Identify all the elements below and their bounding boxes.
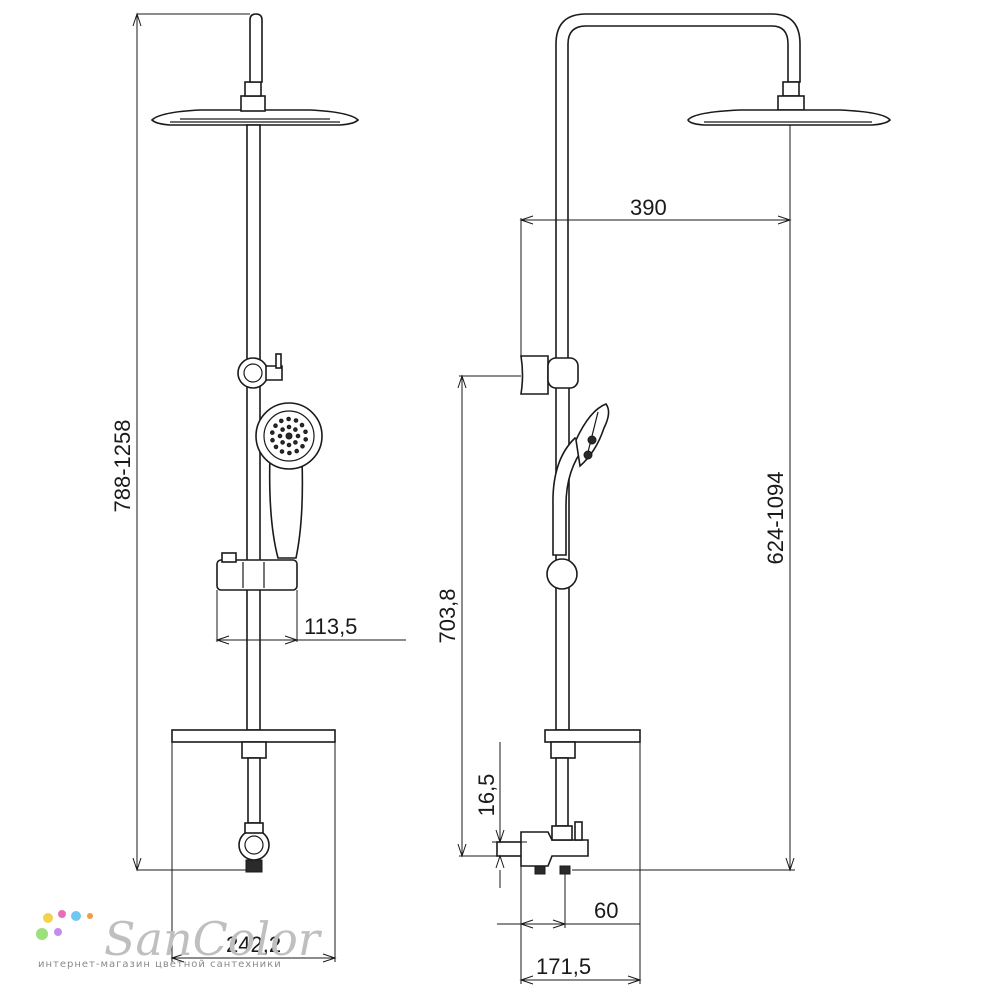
logo-dot: [87, 913, 93, 919]
logo-dot: [36, 928, 48, 940]
front-lower-rod: [247, 757, 261, 824]
front-upper-lever-pin: [275, 353, 282, 369]
logo-dot: [58, 910, 66, 918]
front-shower-head: [150, 109, 360, 126]
dim-line-holder-depth: [215, 590, 406, 645]
hand-shower-nozzle: [280, 427, 285, 432]
front-lower-ring: [238, 829, 270, 861]
logo-dot: [71, 911, 81, 921]
dim-arm-length: 390: [630, 195, 667, 220]
front-dimensions: 788-1258 113,5 242,2: [110, 12, 406, 963]
side-mixer-top: [551, 825, 573, 841]
front-lower-ring-inner: [244, 835, 264, 855]
hand-shower-nozzle: [270, 430, 275, 435]
hand-shower-nozzle: [270, 437, 275, 443]
hand-shower-nozzle: [293, 440, 298, 445]
dim-bottom-width: 242,2: [226, 932, 281, 957]
front-hand-shower-face: [263, 410, 315, 462]
hand-shower-nozzle: [294, 448, 300, 454]
logo-tagline: интернет-магазин цветной сантехники: [38, 959, 282, 970]
hand-shower-nozzle: [287, 450, 292, 456]
side-mixer-outlet-2: [559, 865, 571, 875]
front-slider-bracket: [216, 559, 298, 591]
dim-holder-height: 703,8: [435, 588, 460, 643]
front-upper-ring-inner: [243, 363, 263, 383]
side-head-nut: [782, 81, 800, 97]
front-upper-ring: [237, 357, 269, 389]
dim-total-height-front: 788-1258: [110, 420, 135, 513]
dim-line-bottom-width: [170, 742, 337, 963]
hand-shower-nozzle: [293, 418, 299, 423]
front-lower-body: [244, 822, 264, 834]
dim-outlet-spacing: 60: [594, 898, 618, 923]
logo: SanColor интернет-магазин цветной сантех…: [36, 910, 323, 970]
front-lower-outlet: [245, 859, 263, 873]
front-hand-shower-nozzles: [270, 416, 309, 456]
side-view: [496, 13, 892, 875]
dim-line-arm-length: [519, 125, 792, 356]
hand-shower-nozzle: [286, 416, 291, 422]
hand-shower-nozzle: [286, 424, 292, 430]
dim-line-head-height: [572, 224, 795, 872]
side-upper-clamp: [547, 357, 579, 389]
logo-brand: SanColor: [104, 912, 323, 966]
front-head-nut: [244, 81, 262, 97]
hand-shower-nozzle: [303, 437, 309, 442]
side-shower-head: [687, 109, 892, 126]
side-hand-shower-nozzle-2: [583, 450, 593, 460]
dim-mixer-offset: 16,5: [474, 774, 499, 817]
logo-dots: [36, 910, 93, 940]
hand-shower-nozzle: [279, 418, 284, 424]
hand-shower-nozzle: [299, 422, 305, 428]
hand-shower-nozzle: [295, 433, 301, 439]
side-diverter-lever: [574, 821, 583, 841]
logo-dot: [43, 913, 53, 923]
side-head-connector: [777, 95, 805, 111]
dim-line-mixer-offset: [492, 742, 527, 888]
hand-shower-nozzle: [300, 444, 305, 449]
front-slider-button: [221, 552, 237, 563]
front-hand-shower-handle: [268, 454, 304, 559]
side-lower-rod: [555, 757, 569, 827]
hand-shower-nozzle: [303, 429, 308, 435]
dim-line-total-depth: [519, 742, 642, 985]
hand-shower-nozzle: [286, 442, 292, 448]
dim-line-outlet-spacing: [497, 866, 640, 984]
side-hand-shower-nozzle-1: [587, 435, 597, 445]
hand-shower-nozzle: [279, 449, 285, 454]
dim-line-total-height: [132, 12, 250, 872]
dim-line-holder-height: [457, 374, 521, 858]
hand-shower-nozzle: [293, 427, 298, 432]
hand-shower-nozzle: [280, 440, 285, 445]
front-head-nozzles: [170, 118, 340, 123]
hand-shower-nozzle: [285, 432, 293, 440]
hand-shower-nozzle: [273, 444, 279, 450]
front-view: [150, 13, 360, 873]
front-head-connector: [240, 95, 266, 112]
side-shelf: [544, 729, 641, 743]
logo-dot: [54, 928, 62, 936]
dim-head-height: 624-1094: [763, 472, 788, 565]
front-shelf-collar: [241, 741, 267, 759]
hand-shower-nozzle: [277, 433, 283, 439]
side-gooseneck-arm: [555, 13, 801, 361]
front-shelf: [171, 729, 336, 743]
side-slider-knob: [546, 558, 578, 590]
hand-shower-nozzle: [273, 423, 278, 429]
front-slider-lines: [242, 562, 265, 588]
dim-holder-depth: 113,5: [304, 614, 357, 639]
side-dimensions: 390 703,8 16,5 624-1094 60 171,5: [435, 125, 795, 985]
side-mixer-outlet-1: [534, 865, 546, 875]
side-shelf-collar: [550, 741, 576, 759]
front-top-pipe: [249, 13, 263, 83]
dim-total-depth: 171,5: [536, 954, 591, 979]
side-upper-holder: [520, 355, 549, 395]
